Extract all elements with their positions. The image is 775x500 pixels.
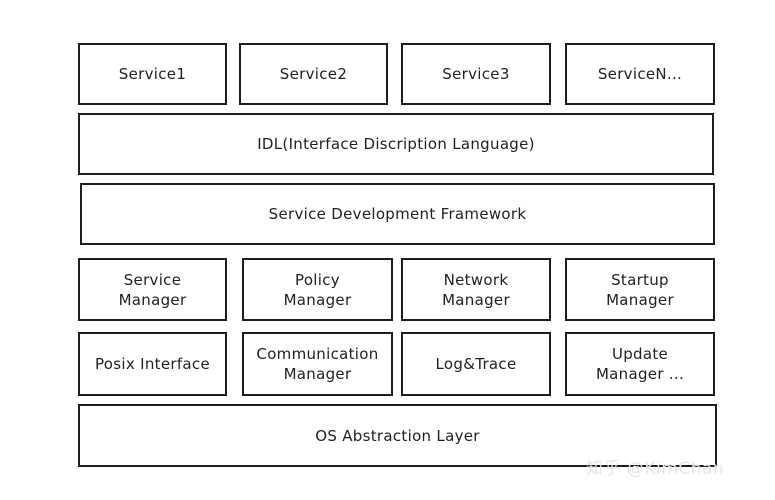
network-manager-line2: Manager [442, 290, 510, 309]
service-manager-line2: Manager [118, 290, 187, 309]
communication-manager-box: Communication Manager [242, 332, 393, 396]
log-trace-box: Log&Trace [401, 332, 551, 396]
communication-manager-line1: Communication [256, 345, 379, 363]
serviceN-label: ServiceN... [597, 65, 683, 83]
os-abstraction-layer-box: OS Abstraction Layer [78, 404, 717, 467]
policy-manager-line2: Manager [283, 290, 352, 309]
service-manager-box: Service Manager [78, 258, 227, 321]
update-manager-line2: Manager ... [595, 365, 685, 383]
idl-label: IDL(Interface Discription Language) [257, 135, 535, 153]
communication-manager-line2: Manager [283, 365, 352, 383]
update-manager-box: Update Manager ... [565, 332, 715, 396]
service3-label: Service3 [442, 65, 510, 83]
update-manager-line1: Update [611, 345, 669, 363]
service2-box: Service2 [239, 43, 388, 105]
startup-manager-box: Startup Manager [565, 258, 715, 321]
serviceN-box: ServiceN... [565, 43, 715, 105]
startup-manager-line2: Manager [606, 290, 674, 309]
service-manager-line1: Service [123, 270, 182, 289]
service3-box: Service3 [401, 43, 551, 105]
posix-interface-label: Posix Interface [95, 355, 210, 373]
service1-box: Service1 [78, 43, 227, 105]
watermark: 知乎 @KimChan [586, 459, 725, 479]
posix-interface-box: Posix Interface [78, 332, 227, 396]
service1-label: Service1 [118, 65, 187, 83]
service2-label: Service2 [279, 65, 348, 83]
network-manager-box: Network Manager [401, 258, 551, 321]
log-trace-label: Log&Trace [435, 355, 517, 373]
idl-box: IDL(Interface Discription Language) [78, 113, 714, 175]
startup-manager-line1: Startup [611, 270, 669, 289]
policy-manager-line1: Policy [295, 270, 340, 289]
os-abstraction-layer-label: OS Abstraction Layer [315, 426, 480, 445]
sdf-box: Service Development Framework [80, 183, 715, 245]
network-manager-line1: Network [443, 270, 509, 289]
sdf-label: Service Development Framework [268, 205, 527, 223]
policy-manager-box: Policy Manager [242, 258, 393, 321]
